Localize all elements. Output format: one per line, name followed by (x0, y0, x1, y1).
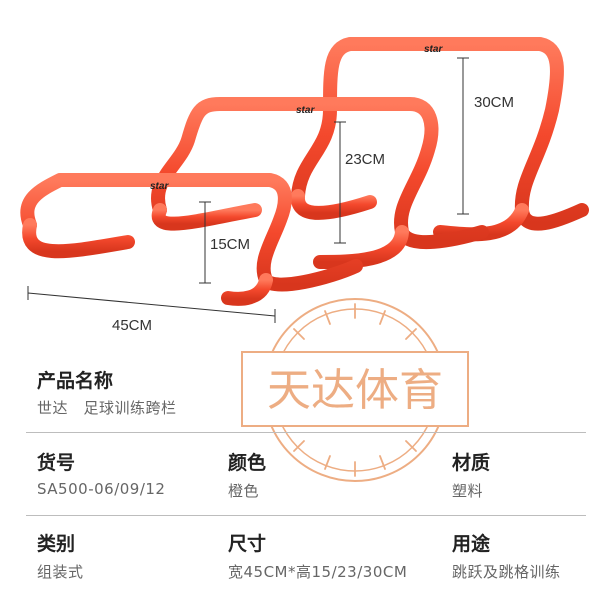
dimension-height-small: 15CM (210, 236, 250, 253)
brand-logo-mid: star (296, 105, 315, 116)
usage-label: 用途 (452, 533, 491, 555)
material-value: 塑料 (452, 482, 484, 500)
usage-value: 跳跃及跳格训练 (452, 563, 561, 581)
dimension-height-large: 30CM (474, 94, 514, 111)
category-value: 组装式 (37, 563, 84, 581)
size-value: 宽45CM*高15/23/30CM (228, 563, 408, 581)
divider (26, 515, 586, 516)
size-label: 尺寸 (228, 533, 267, 555)
brand-logo-text: star (150, 181, 169, 192)
product-name-label: 产品名称 (37, 370, 114, 392)
hurdle-large (291, 37, 589, 242)
brand-logo-small: star (150, 181, 169, 192)
item-no-label: 货号 (37, 452, 76, 474)
dimension-height-mid: 23CM (345, 151, 385, 168)
dimension-width: 45CM (112, 317, 152, 334)
dimension-lines (27, 57, 469, 323)
hurdle-mid (151, 97, 489, 269)
watermark-text: 天达体育 (267, 365, 443, 416)
category-label: 类别 (37, 533, 76, 555)
color-value: 橙色 (228, 482, 260, 500)
divider (26, 432, 586, 433)
watermark-seal: 天达体育 (241, 298, 469, 482)
brand-logo-large: star (424, 44, 443, 55)
product-name-value: 世达 足球训练跨栏 (37, 399, 177, 417)
brand-logo-text: star (296, 105, 315, 116)
item-no-value: SA500-06/09/12 (37, 480, 166, 498)
brand-logo-text: star (424, 44, 443, 55)
color-label: 颜色 (228, 452, 267, 474)
material-label: 材质 (452, 452, 491, 474)
hurdle-small (20, 173, 363, 306)
